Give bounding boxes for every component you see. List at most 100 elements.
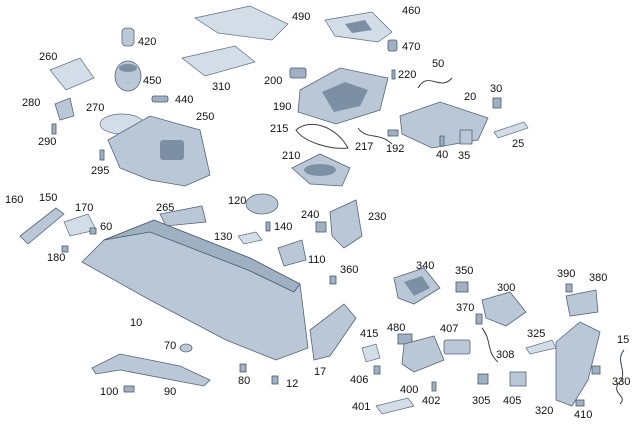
part-407-module — [443, 339, 471, 355]
callout-240: 240 — [301, 209, 320, 221]
callout-265: 265 — [156, 202, 175, 214]
callout-90: 90 — [164, 386, 177, 398]
callout-480: 480 — [387, 322, 406, 334]
part-40-screw — [439, 135, 445, 147]
callout-340: 340 — [416, 260, 435, 272]
callout-20: 20 — [464, 91, 477, 103]
callout-80: 80 — [238, 375, 251, 387]
callout-210: 210 — [282, 150, 301, 162]
part-70-button — [179, 343, 193, 353]
callout-410: 410 — [574, 409, 593, 421]
callout-192: 192 — [386, 143, 405, 155]
part-370-connector — [475, 313, 483, 325]
callout-10: 10 — [130, 317, 143, 329]
callout-360: 360 — [340, 264, 359, 276]
callout-300: 300 — [497, 282, 516, 294]
part-80-clip — [239, 363, 247, 373]
callout-15: 15 — [617, 334, 630, 346]
callout-215: 215 — [270, 123, 289, 135]
callout-150: 150 — [39, 192, 58, 204]
part-470-clip — [387, 39, 398, 52]
part-440-connector — [151, 95, 169, 103]
callout-120: 120 — [228, 195, 247, 207]
callout-170: 170 — [75, 202, 94, 214]
callout-250: 250 — [196, 111, 215, 123]
callout-295: 295 — [91, 165, 110, 177]
part-400-box — [401, 335, 445, 373]
callout-330: 330 — [612, 376, 631, 388]
callout-200: 200 — [264, 75, 283, 87]
part-50-cable — [417, 77, 453, 89]
callout-460: 460 — [402, 5, 421, 17]
callout-390: 390 — [557, 268, 576, 280]
callout-17: 17 — [314, 366, 327, 378]
part-25-strip — [493, 121, 529, 139]
callout-40: 40 — [436, 149, 449, 161]
part-295-screw — [99, 149, 105, 161]
part-310-mat — [181, 45, 256, 77]
callout-380: 380 — [589, 272, 608, 284]
part-305-clip — [477, 373, 489, 385]
part-415-cover — [361, 343, 381, 363]
part-100-clip — [123, 385, 135, 393]
callout-190: 190 — [273, 101, 292, 113]
callout-406: 406 — [350, 374, 369, 386]
part-401-panel — [375, 397, 415, 415]
part-490-cover — [194, 5, 289, 41]
part-350-clip — [455, 281, 469, 293]
callout-60: 60 — [100, 221, 113, 233]
callout-100: 100 — [100, 386, 119, 398]
callout-160: 160 — [5, 194, 24, 206]
callout-30: 30 — [490, 83, 503, 95]
part-420-knob — [121, 27, 135, 47]
callout-12: 12 — [286, 378, 299, 390]
part-220-screw — [391, 69, 396, 80]
part-330-clip — [591, 365, 601, 375]
callout-110: 110 — [308, 254, 326, 266]
part-360-screw — [329, 275, 337, 285]
part-230-bracket — [329, 199, 363, 249]
part-380-panel — [565, 289, 599, 317]
part-290-screw — [51, 123, 57, 135]
callout-305: 305 — [472, 395, 491, 407]
callout-270: 270 — [86, 102, 105, 114]
callout-220: 220 — [398, 69, 417, 81]
part-30-clip — [492, 97, 502, 109]
callout-490: 490 — [292, 11, 311, 23]
part-35-bracket — [459, 129, 473, 145]
part-300-holder — [481, 291, 527, 327]
part-250-housing — [107, 115, 211, 187]
part-140-screw — [265, 221, 271, 232]
part-60-clip — [89, 227, 97, 235]
part-265-bracket — [159, 205, 207, 227]
callout-130: 130 — [214, 231, 233, 243]
callout-70: 70 — [164, 340, 177, 352]
part-110-box — [277, 239, 307, 267]
callout-401: 401 — [352, 401, 371, 413]
callout-230: 230 — [368, 211, 387, 223]
part-15-cable — [616, 349, 625, 405]
callout-50: 50 — [432, 58, 445, 70]
part-405-switch — [509, 371, 527, 387]
callout-415: 415 — [360, 328, 379, 340]
callout-440: 440 — [175, 94, 194, 106]
part-17-cover — [309, 303, 357, 361]
callout-350: 350 — [455, 265, 474, 277]
part-150-trim — [19, 207, 65, 245]
part-240-clip — [315, 221, 327, 233]
part-390-screw — [565, 283, 573, 293]
callout-325: 325 — [527, 328, 546, 340]
callout-290: 290 — [38, 136, 57, 148]
part-200-switch — [289, 67, 307, 79]
callout-470: 470 — [402, 41, 421, 53]
part-280-bracket — [54, 97, 75, 121]
callout-260: 260 — [39, 51, 58, 63]
part-215-wire — [295, 123, 349, 149]
callout-407: 407 — [440, 323, 459, 335]
part-12-clip — [271, 375, 279, 385]
callout-402: 402 — [422, 395, 441, 407]
callout-25: 25 — [512, 138, 525, 150]
callout-420: 420 — [138, 36, 157, 48]
